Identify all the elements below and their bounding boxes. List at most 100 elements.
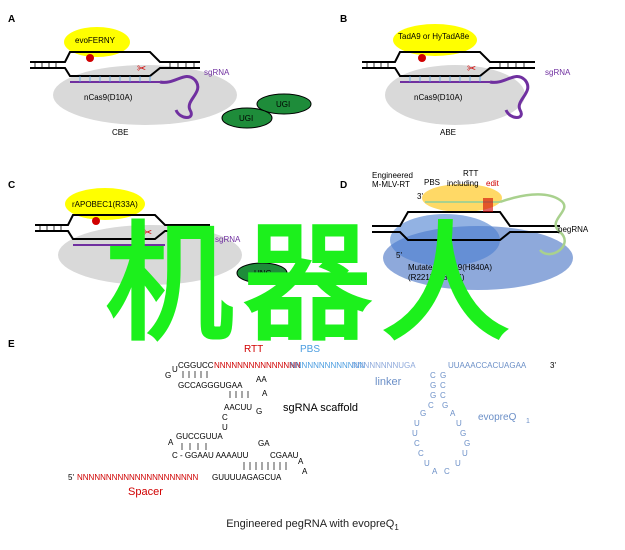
scaffold-label: sgRNA scaffold: [283, 402, 358, 414]
edit-site-marker: [86, 54, 94, 62]
top-seq-black: CGGUCC: [178, 361, 214, 370]
prime3-label: 3': [417, 192, 423, 201]
edit-site-marker: [483, 198, 493, 212]
enzyme-label: TadA9 or HyTadA8e: [398, 32, 470, 41]
svg-text:C: C: [418, 449, 424, 458]
c-base: C: [222, 413, 228, 422]
svg-text:G: G: [440, 371, 446, 380]
caption-main: Engineered pegRNA with evopreQ: [226, 518, 395, 530]
dna-top: [35, 214, 210, 226]
dna-top: [372, 211, 560, 227]
dna-bottom: [372, 231, 560, 241]
u-base-2: U: [172, 365, 178, 374]
sgrna-label: sgRNA: [545, 68, 571, 77]
linker-label: linker: [375, 376, 402, 388]
mutated-label-line2: (R221K/N394K): [408, 273, 465, 282]
panel-c-letter: C: [8, 180, 15, 191]
panel-d: D Engineered M-MLV-RT PBS RTT including …: [340, 169, 589, 302]
pegrna-label: pegRNA: [558, 225, 589, 234]
spacer-label: Spacer: [128, 486, 163, 498]
rt-label-line2: M-MLV-RT: [372, 180, 410, 189]
scaffold-row4: GUCCGUUA: [176, 432, 223, 441]
svg-text:G: G: [464, 439, 470, 448]
ugi-bottom: [221, 107, 273, 129]
top-seq-pbs: NNNNNNNNNNNNN: [290, 361, 365, 370]
dna-top: [30, 51, 200, 63]
figure-caption: Engineered pegRNA with evopreQ1: [0, 518, 625, 532]
sgrna-label: sgRNA: [215, 235, 241, 244]
deaminase-ellipse: [393, 24, 477, 56]
prime5-label: 5': [396, 251, 402, 260]
ugi-top-label: UGI: [276, 100, 290, 109]
svg-text:C: C: [414, 439, 420, 448]
svg-text:C: C: [430, 371, 436, 380]
u-base-3: U: [222, 423, 228, 432]
evopreq-sub: 1: [526, 418, 530, 425]
cas-label: nCas9(D10A): [84, 93, 133, 102]
deaminase-ellipse: [64, 27, 130, 57]
g-base: G: [256, 407, 262, 416]
panel-d-title: E: [460, 292, 466, 302]
a-base-4: A: [302, 467, 308, 476]
cas-label: nCas9(D10A): [414, 93, 463, 102]
svg-text:C: C: [428, 401, 434, 410]
stem-2-pairs: [229, 391, 249, 398]
rt-ellipse: [422, 184, 502, 212]
dna-top: [362, 51, 535, 63]
ugi-top: [256, 93, 312, 115]
panel-c: C rAPOBEC1(R33A) ✂ sgRNA UNG: [8, 180, 288, 285]
a-base: A: [262, 389, 268, 398]
scaffold-row5: C - GGAAU AAAAUU: [172, 451, 249, 460]
svg-text:U: U: [424, 459, 430, 468]
nick-scissors-icon: ✂: [143, 227, 152, 239]
prime5-label: 5': [68, 473, 74, 482]
svg-text:G: G: [430, 391, 436, 400]
svg-text:U: U: [455, 459, 461, 468]
panel-b-title: ABE: [440, 128, 456, 137]
rtt-label: RTT: [463, 169, 479, 178]
panel-e-letter: E: [8, 339, 15, 350]
evopreq-label: evopreQ: [478, 412, 517, 423]
svg-text:C: C: [444, 467, 450, 476]
sgrna-scaffold: [489, 75, 530, 119]
rtt-label: RTT: [244, 344, 263, 355]
pegrna-scaffold: [499, 193, 566, 256]
ugi-bottom-label: UGI: [239, 114, 253, 123]
svg-text:A: A: [432, 467, 438, 476]
pbs-label: PBS: [424, 178, 440, 187]
prime3-label: 3': [550, 361, 556, 370]
u-base: G: [165, 371, 171, 380]
scaffold-row2: GCCAGGGUGAA: [178, 381, 243, 390]
panel-d-letter: D: [340, 180, 347, 191]
stem-4-pairs: [243, 462, 287, 470]
loop-end-seq: UUAAACCACUAGAA: [448, 361, 527, 370]
svg-text:U: U: [414, 419, 420, 428]
dna-bottom: [35, 230, 210, 240]
edit-label: edit: [486, 179, 500, 188]
nick-scissors-icon: ✂: [137, 63, 146, 75]
rt-label-line1: Engineered: [372, 171, 413, 180]
svg-text:U: U: [462, 449, 468, 458]
svg-text:C: C: [440, 381, 446, 390]
a-base-3: A: [298, 457, 304, 466]
svg-text:U: U: [456, 419, 462, 428]
panel-e: E RTT PBS CGGUCC NNNNNNNNNNNNNNN NNNNNNN…: [8, 339, 556, 498]
panel-a-title: CBE: [112, 128, 128, 137]
pbs-label: PBS: [300, 344, 320, 355]
ga-bulge: GA: [258, 439, 270, 448]
nick-scissors-icon: ✂: [467, 63, 476, 75]
svg-text:G: G: [442, 401, 448, 410]
svg-text:G: G: [430, 381, 436, 390]
panel-a-letter: A: [8, 14, 15, 25]
linker-seq: NNNNNNNNUGA: [352, 361, 416, 370]
mutated-label: Mutated nCas9(H840A): [408, 263, 492, 272]
including-label: including: [447, 179, 479, 188]
top-seq-rtt: NNNNNNNNNNNNNNN: [214, 361, 301, 370]
svg-text:A: A: [450, 409, 456, 418]
panel-b-letter: B: [340, 14, 347, 25]
sgrna-label: sgRNA: [204, 68, 230, 77]
stem-1-pairs: [182, 371, 208, 378]
svg-text:G: G: [460, 429, 466, 438]
